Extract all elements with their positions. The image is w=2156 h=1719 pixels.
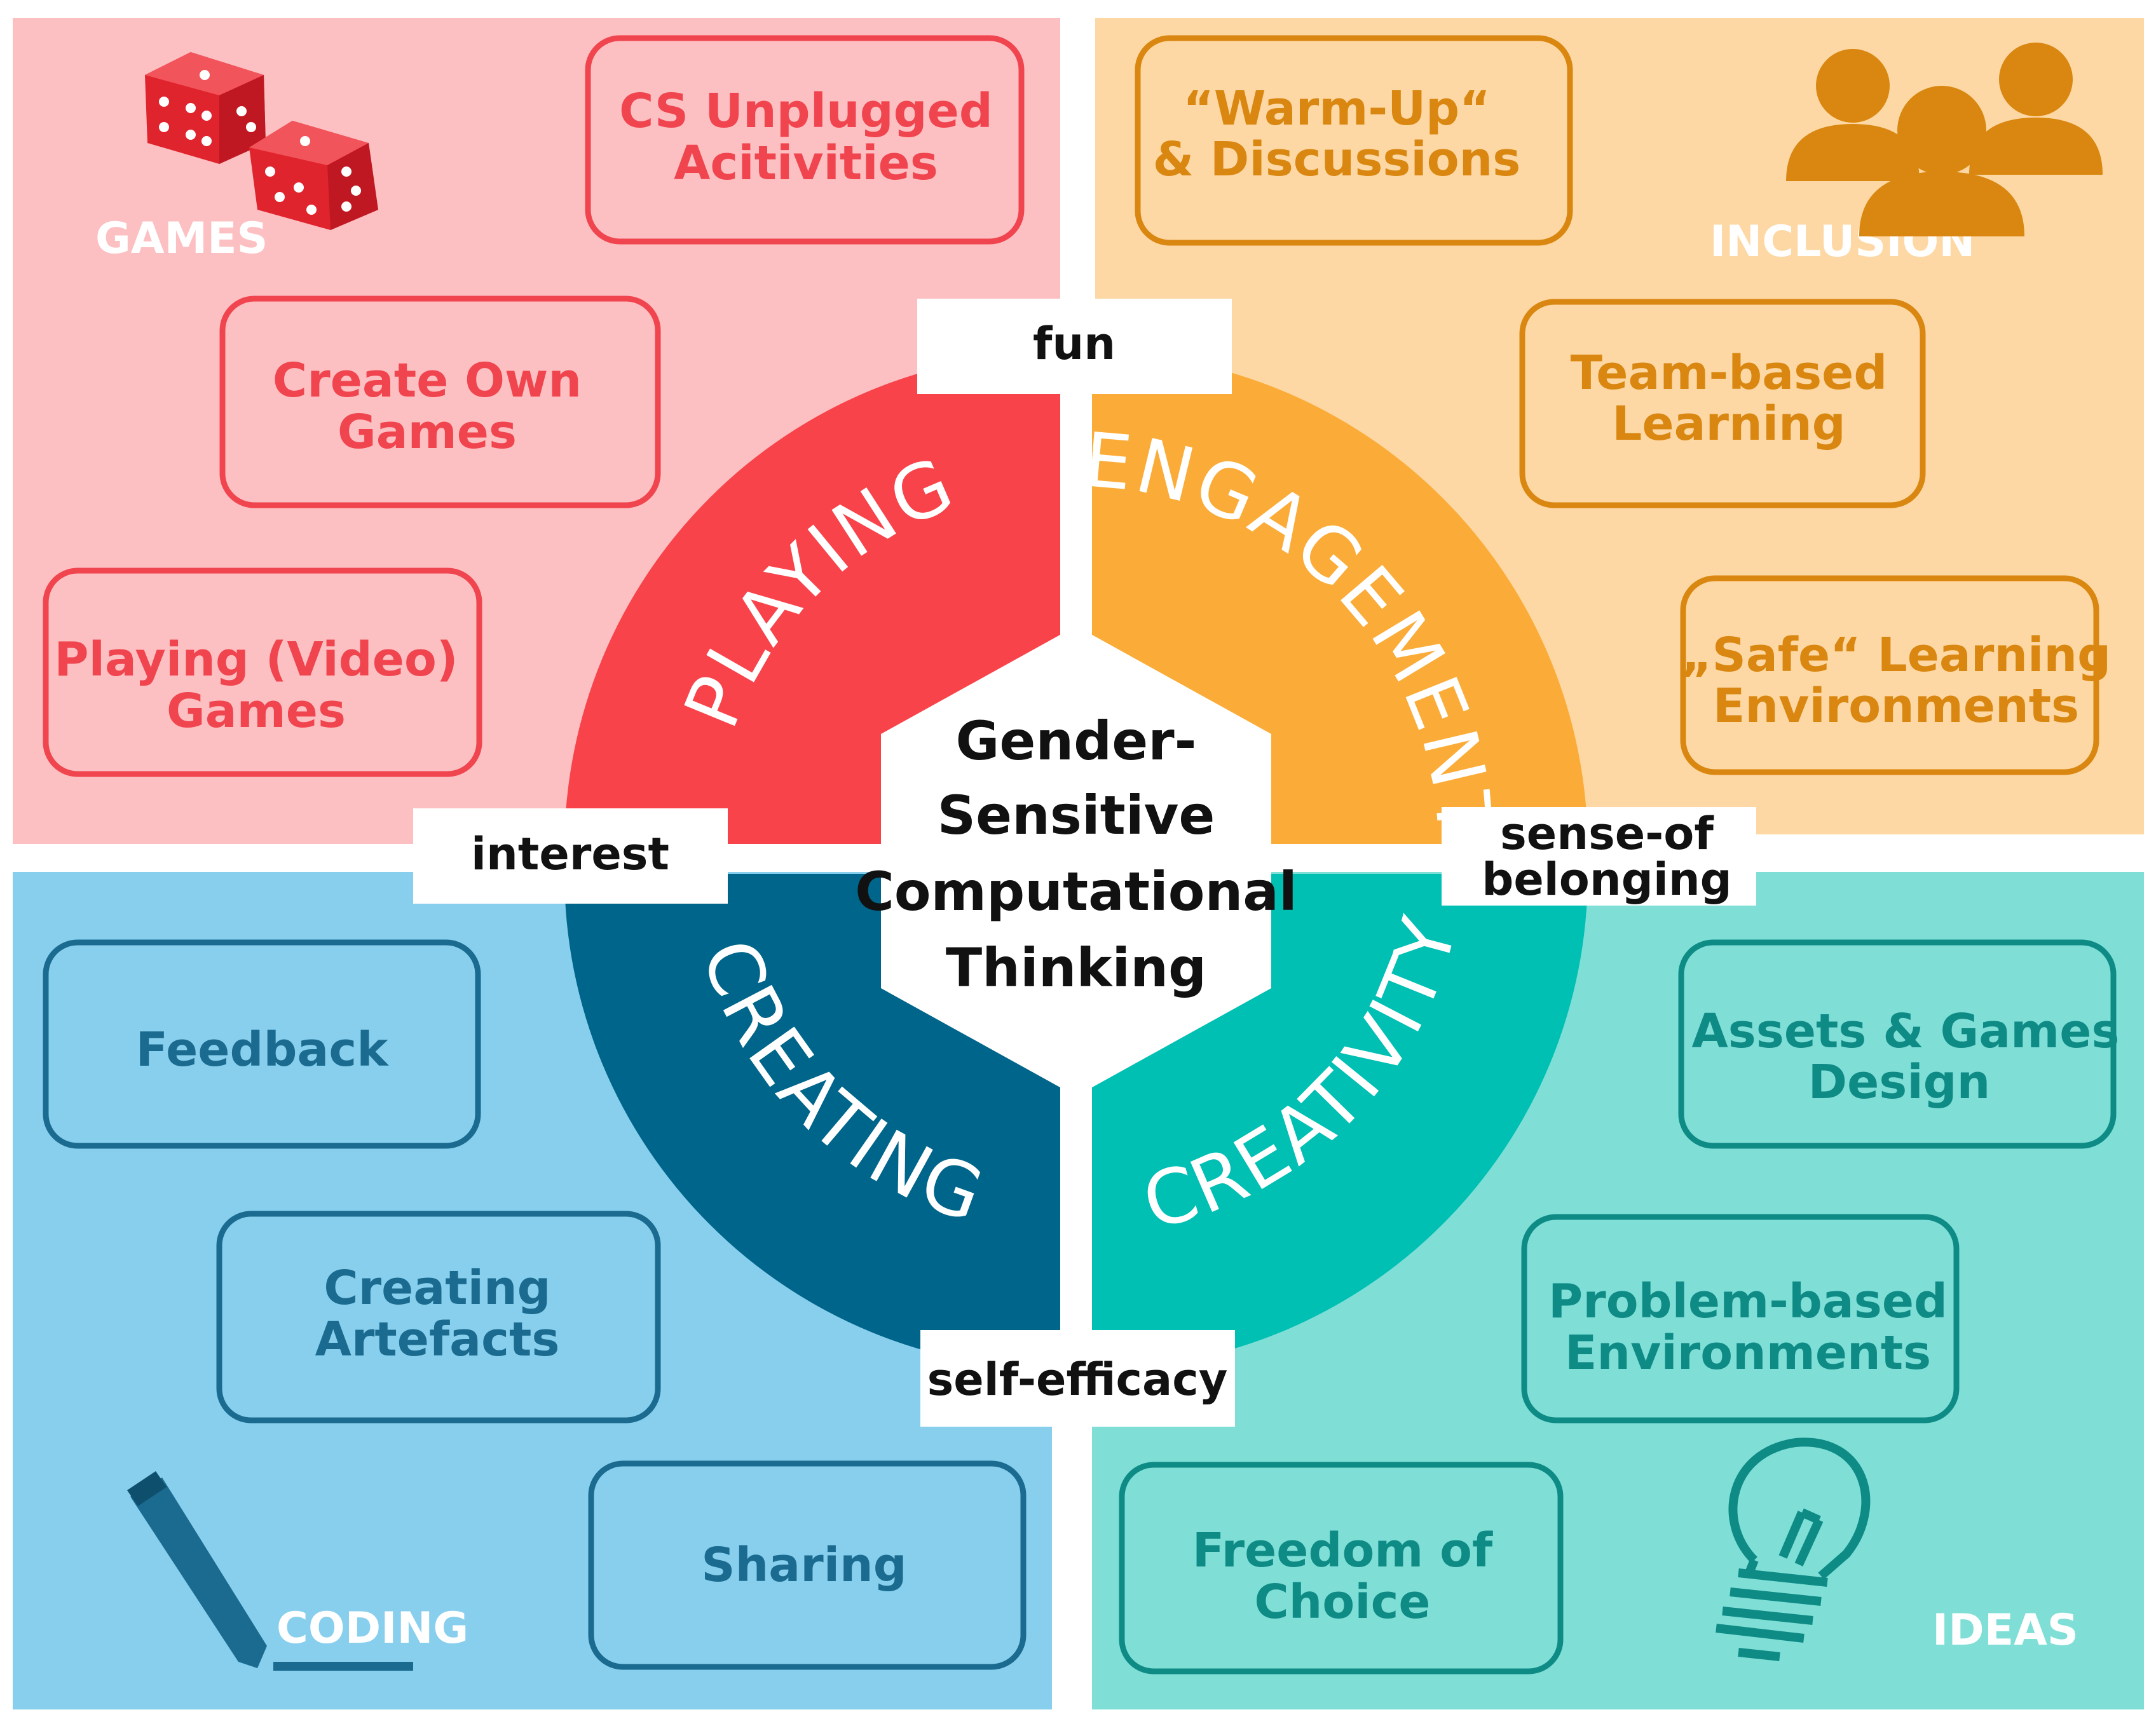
svg-text:Problem-based: Problem-based xyxy=(1548,1274,1948,1329)
center-line-3: Computational xyxy=(855,860,1297,923)
center-line-2: Sensitive xyxy=(938,784,1215,846)
box-cs-unplugged: CS Unplugged Acitivities xyxy=(585,35,1025,245)
connector-fun: fun xyxy=(917,299,1232,394)
svg-text:Games: Games xyxy=(167,684,346,738)
box-feedback: Feedback xyxy=(43,939,481,1149)
connector-interest: interest xyxy=(413,808,728,904)
svg-text:Learning: Learning xyxy=(1612,397,1845,451)
svg-text:self-efficacy: self-efficacy xyxy=(927,1354,1228,1406)
svg-text:sense-of: sense-of xyxy=(1500,808,1714,860)
svg-text:Design: Design xyxy=(1808,1055,1991,1110)
center-line-1: Gender- xyxy=(955,710,1196,772)
box-safe-learning-environments: „Safe“ Learning Environments xyxy=(1680,575,2111,775)
svg-text:Assets & Games: Assets & Games xyxy=(1691,1004,2119,1059)
svg-text:Creating: Creating xyxy=(324,1261,550,1315)
svg-text:CS Unplugged: CS Unplugged xyxy=(619,84,993,139)
svg-text:Acitivities: Acitivities xyxy=(674,136,938,191)
box-playing-video-games: Playing (Video) Games xyxy=(43,567,482,777)
svg-text:Team-based: Team-based xyxy=(1571,346,1888,400)
svg-text:Artefacts: Artefacts xyxy=(315,1312,560,1367)
svg-text:Freedom of: Freedom of xyxy=(1192,1523,1493,1578)
box-creating-artefacts: Creating Artefacts xyxy=(216,1211,661,1423)
svg-text:Feedback: Feedback xyxy=(136,1023,390,1077)
svg-text:fun: fun xyxy=(1033,318,1116,370)
center-hexagon xyxy=(881,626,1271,1096)
svg-text:belonging: belonging xyxy=(1482,853,1732,906)
dice-icon xyxy=(145,52,378,230)
svg-text:Games: Games xyxy=(338,405,517,459)
svg-text:interest: interest xyxy=(471,828,669,880)
pen-icon xyxy=(127,1471,413,1671)
box-team-based-learning: Team-based Learning xyxy=(1519,299,1926,508)
corner-label-coding: CODING xyxy=(276,1603,468,1654)
svg-text:Choice: Choice xyxy=(1254,1575,1430,1629)
box-problem-based-environments: Problem-based Environments xyxy=(1521,1214,1960,1423)
corner-label-games: GAMES xyxy=(95,214,268,264)
svg-text:Playing (Video): Playing (Video) xyxy=(54,632,458,687)
corner-label-ideas: IDEAS xyxy=(1932,1605,2078,1655)
light-bulb-icon xyxy=(1716,1437,1871,1661)
box-assets-games-design: Assets & Games Design xyxy=(1678,939,2120,1149)
svg-text:& Discussions: & Discussions xyxy=(1153,132,1521,187)
center-line-4: Thinking xyxy=(946,937,1206,999)
svg-text:Sharing: Sharing xyxy=(701,1538,906,1593)
svg-text:Environments: Environments xyxy=(1713,679,2079,733)
svg-text:Environments: Environments xyxy=(1565,1326,1931,1380)
box-warm-up-discussions: “Warm-Up“ & Discussions xyxy=(1135,35,1573,246)
box-create-own-games: Create Own Games xyxy=(219,296,661,508)
svg-text:Create Own: Create Own xyxy=(273,353,582,408)
connector-self-efficacy: self-efficacy xyxy=(920,1330,1235,1427)
box-sharing: Sharing xyxy=(588,1460,1027,1670)
box-freedom-of-choice: Freedom of Choice xyxy=(1119,1462,1564,1675)
connector-sense-of-belonging: sense-of belonging xyxy=(1442,807,1756,906)
svg-text:“Warm-Up“: “Warm-Up“ xyxy=(1183,81,1491,136)
people-group-icon xyxy=(1786,43,2103,236)
svg-text:„Safe“ Learning: „Safe“ Learning xyxy=(1681,628,2111,683)
